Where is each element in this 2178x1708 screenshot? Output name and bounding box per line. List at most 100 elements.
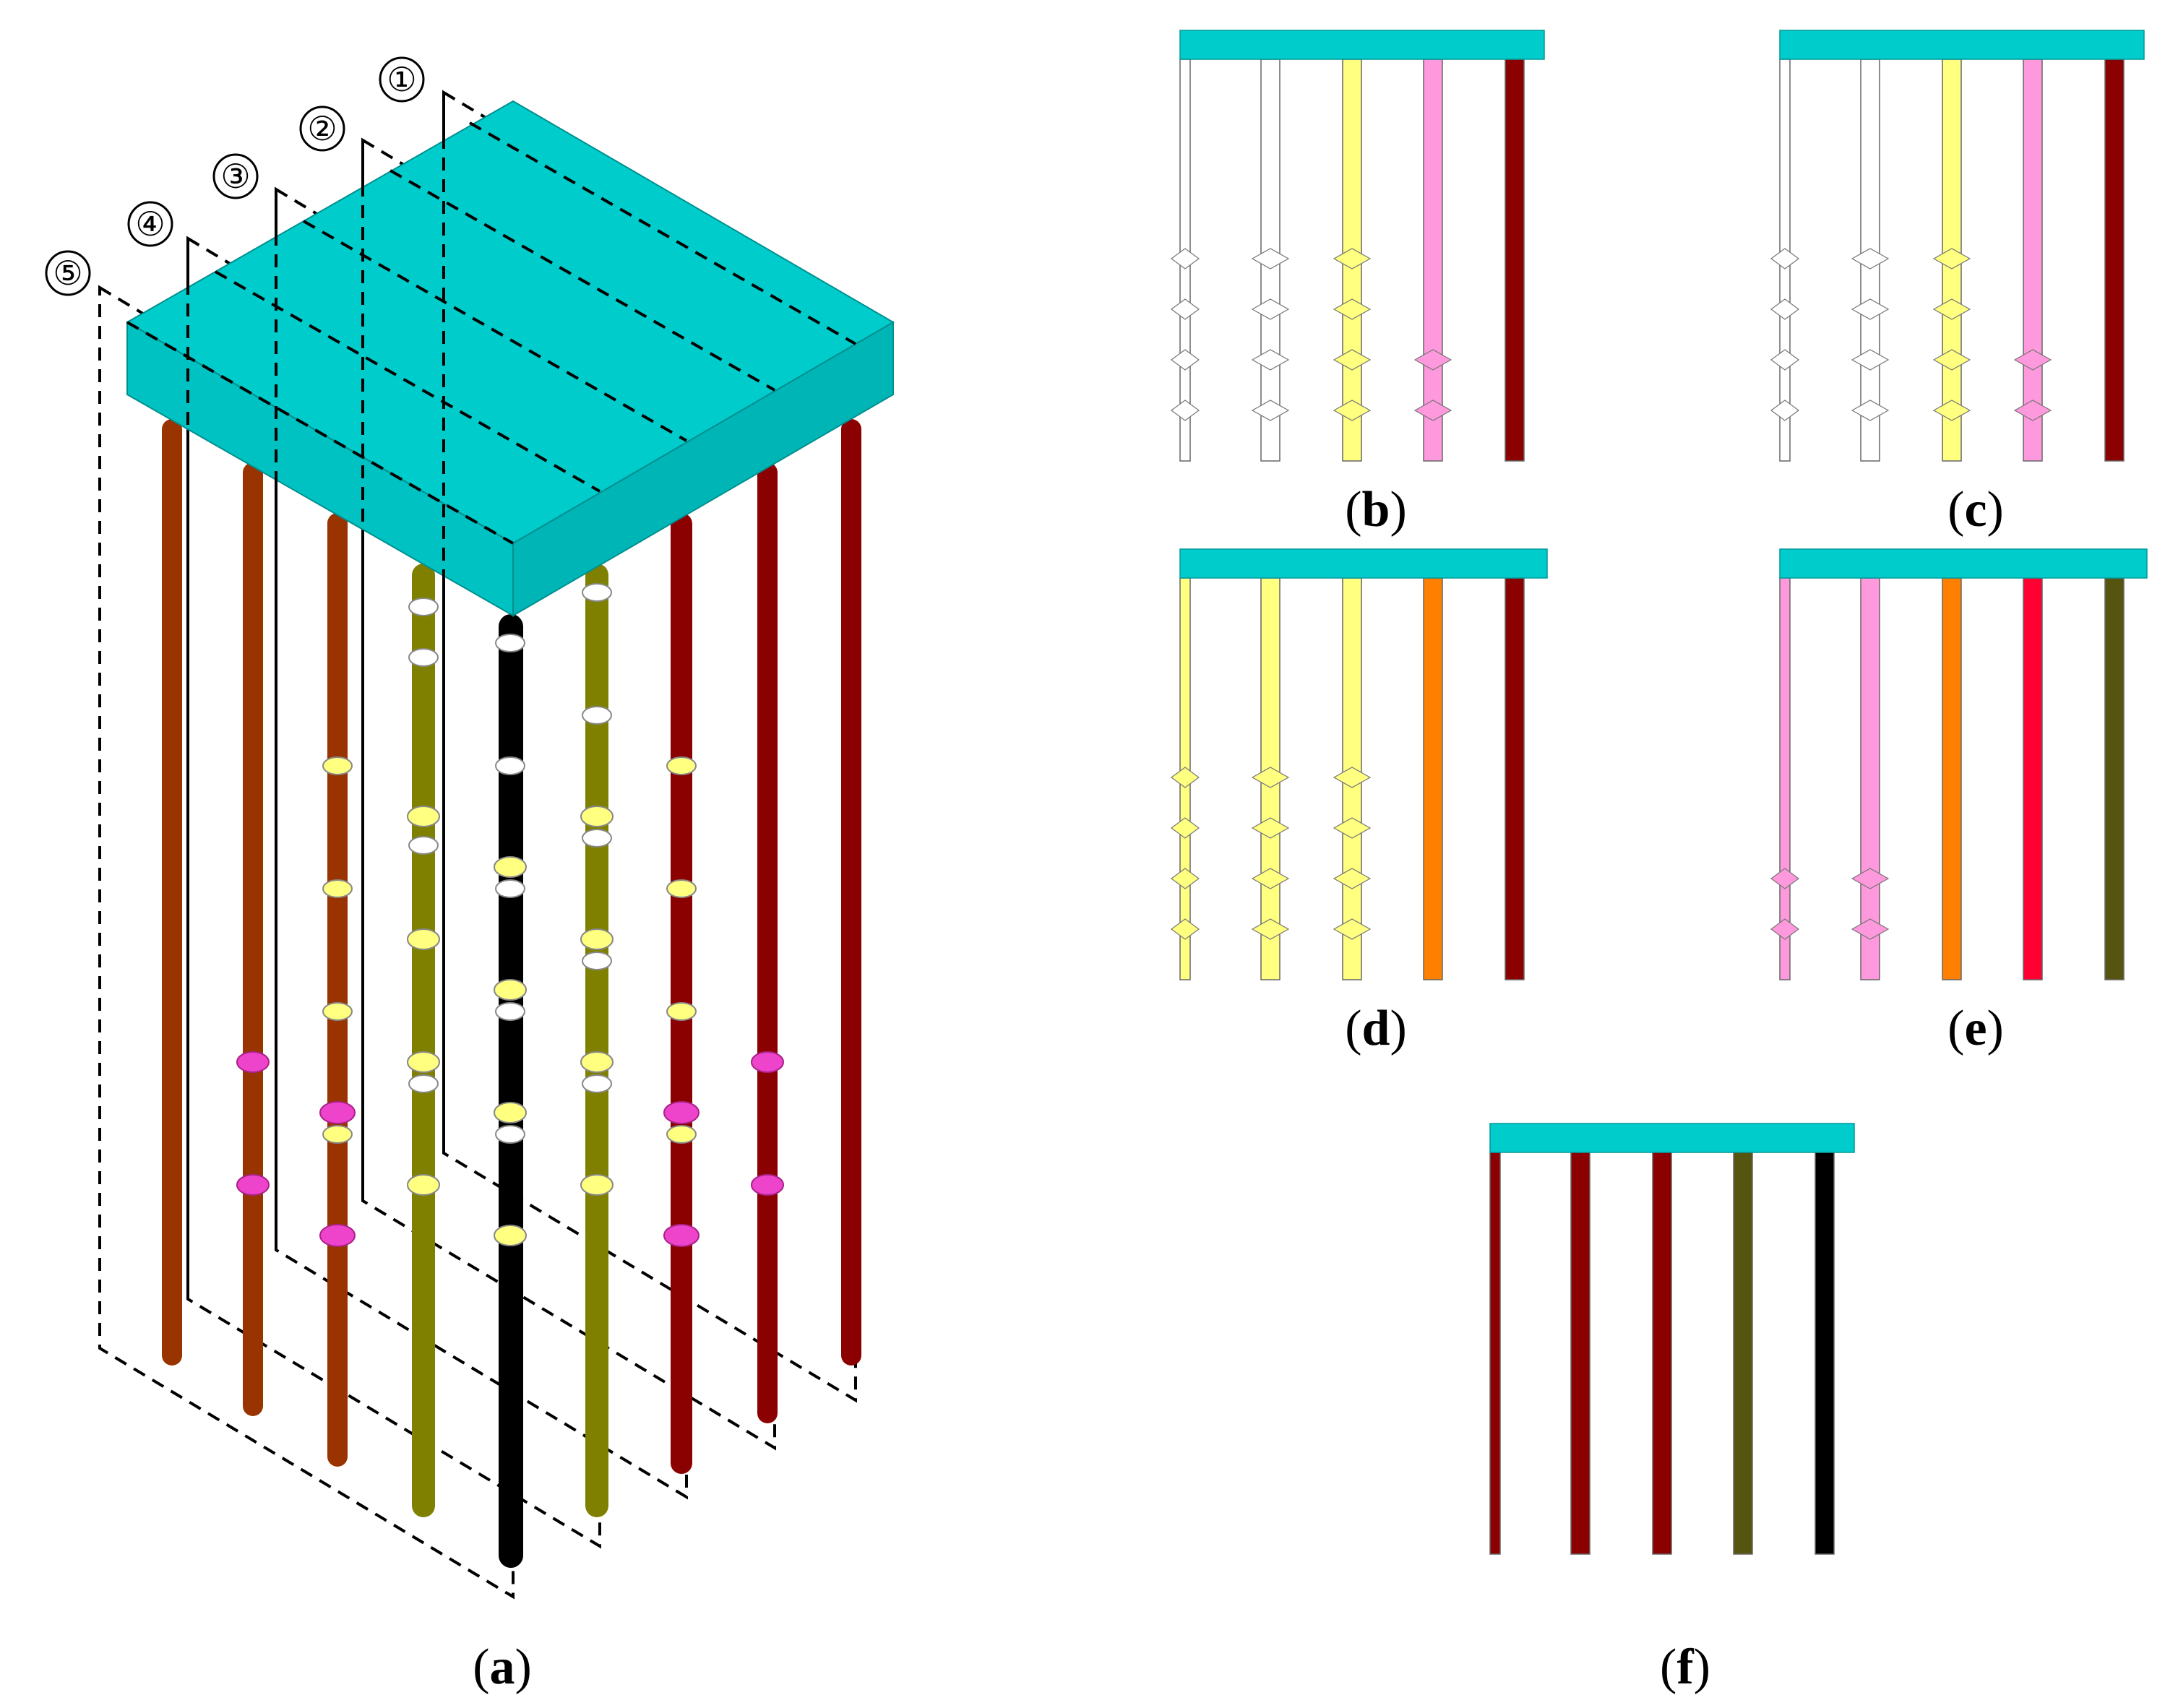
panel-b-pile-4-bulb: [1413, 349, 1452, 371]
panel-b-pile-3-bulb: [1333, 248, 1372, 269]
pile-olive-left: [412, 564, 435, 1517]
section-plane-1: [442, 90, 857, 1403]
panel-f-pile-2: [1570, 1152, 1591, 1555]
panel-e-pile-2-bulb: [1851, 868, 1890, 889]
section-marker-5-label: ⑤: [53, 254, 82, 293]
pile-darkred-back: [841, 419, 861, 1366]
panel-c-pile-cap: [1779, 30, 2145, 60]
panel-b-pile-3-bulb: [1333, 400, 1372, 421]
panel-d-pile-3-bulb: [1333, 767, 1372, 788]
section-plane-2: [361, 137, 776, 1451]
section-plane-3: [275, 186, 688, 1500]
panel-f-pile-1: [1489, 1152, 1501, 1555]
panel-e-pile-cap: [1779, 548, 2148, 579]
panel-b-pile-2-bulb: [1251, 298, 1290, 320]
panel-d-pile-2-bulb: [1251, 868, 1290, 889]
caption-a: (a): [473, 1639, 532, 1695]
panel-e-section: [1770, 548, 2148, 980]
panel-c-section: [1770, 30, 2145, 462]
pile-brown-2: [243, 462, 263, 1416]
panel-d-pile-1-bulb: [1170, 767, 1200, 788]
caption-e: (e): [1947, 1001, 2004, 1056]
caption-d: (d): [1345, 1001, 1407, 1056]
panel-b-pile-cap: [1179, 30, 1545, 60]
section-plane-4: [186, 236, 601, 1549]
section-planes: [98, 90, 857, 1600]
section-marker-4: ④: [127, 201, 173, 247]
panel-b-pile-1-bulb: [1170, 400, 1200, 421]
section-panels: [1170, 30, 2148, 1555]
pile-brown-1: [162, 419, 182, 1366]
panel-b-pile-5: [1505, 59, 1525, 462]
panel-d-pile-2-bulb: [1251, 817, 1290, 839]
panel-d-pile-1-bulb: [1170, 868, 1200, 889]
panel-c-pile-1-bulb: [1770, 349, 1800, 371]
pile-olive-right: [585, 564, 608, 1517]
panel-f-pile-3: [1652, 1152, 1672, 1555]
panel-b-pile-1-bulb: [1170, 248, 1200, 269]
captions-section-panels: (b) (c) (d) (e) (f): [1345, 482, 2004, 1695]
panel-f-section: [1489, 1123, 1855, 1555]
panel-c-pile-3-bulb: [1932, 248, 1971, 269]
panel-b-pile-1-bulb: [1170, 298, 1200, 320]
section-marker-5: ⑤: [45, 250, 91, 296]
panel-b-pile-3-bulb: [1333, 298, 1372, 320]
panel-c-pile-4-bulb: [2013, 349, 2052, 371]
pile-cap-right-face: [512, 321, 894, 617]
panel-d-pile-2-bulb: [1251, 918, 1290, 940]
pile-black-center: [499, 614, 523, 1568]
pile-cap-3d: [125, 100, 895, 617]
panel-b-section: [1170, 30, 1545, 462]
panel-c-pile-3-bulb: [1932, 400, 1971, 421]
panel-b-pile-4-bulb: [1413, 400, 1452, 421]
section-marker-1: ①: [379, 56, 425, 103]
pile-bulbs: [236, 583, 784, 1247]
panel-b-pile-1-bulb: [1170, 349, 1200, 371]
section-plane-5: [98, 285, 515, 1600]
section-marker-3-label: ③: [220, 157, 250, 196]
caption-b: (b): [1345, 482, 1407, 538]
pile-darkred-front: [671, 513, 692, 1474]
panel-c-pile-1-bulb: [1770, 248, 1800, 269]
panel-e-pile-1-bulb: [1770, 868, 1800, 889]
panel-c-pile-2-bulb: [1851, 400, 1890, 421]
panel-d-pile-5: [1505, 577, 1525, 980]
panel-d-pile-1-bulb: [1170, 817, 1200, 839]
panel-f-pile-4: [1733, 1152, 1753, 1555]
panel-e-pile-5: [2104, 577, 2125, 980]
panel-d-pile-3-bulb: [1333, 868, 1372, 889]
panel-e-pile-2: [1860, 577, 1880, 980]
panel-b-pile-2-bulb: [1251, 400, 1290, 421]
panel-c-pile-4-bulb: [2013, 400, 2052, 421]
panel-c-pile-4: [2023, 59, 2043, 462]
panel-c-pile-5: [2104, 59, 2125, 462]
panel-d-pile-4: [1423, 577, 1443, 980]
caption-c: (c): [1947, 482, 2004, 538]
panel-c-pile-2-bulb: [1851, 298, 1890, 320]
panel-d-pile-3-bulb: [1333, 817, 1372, 839]
panel-d-pile-cap: [1179, 548, 1548, 579]
section-marker-2-label: ②: [307, 109, 337, 148]
panel-d-pile-3-bulb: [1333, 918, 1372, 940]
panel-f-pile-5: [1815, 1152, 1835, 1555]
panel-b-pile-2-bulb: [1251, 349, 1290, 371]
panel-b-pile-3-bulb: [1333, 349, 1372, 371]
panel-c-pile-3-bulb: [1932, 349, 1971, 371]
panel-c-pile-1-bulb: [1770, 400, 1800, 421]
panel-c-pile-2-bulb: [1851, 248, 1890, 269]
panel-e-pile-4: [2023, 577, 2043, 980]
section-marker-2: ②: [299, 105, 345, 152]
panel-f-pile-cap: [1489, 1123, 1855, 1153]
panel-a-isometric-view: ① ② ③ ④ ⑤ (a): [45, 56, 895, 1695]
panel-b-pile-4: [1423, 59, 1443, 462]
panel-e-pile-2-bulb: [1851, 918, 1890, 940]
pile-brown-3: [327, 513, 348, 1467]
panel-c-pile-2-bulb: [1851, 349, 1890, 371]
panel-d-section: [1170, 548, 1548, 980]
panel-e-pile-1-bulb: [1770, 918, 1800, 940]
panel-b-pile-2-bulb: [1251, 248, 1290, 269]
pile-darkred-mid: [757, 462, 778, 1423]
panel-e-pile-3: [1942, 577, 1962, 980]
panel-c-pile-1-bulb: [1770, 298, 1800, 320]
